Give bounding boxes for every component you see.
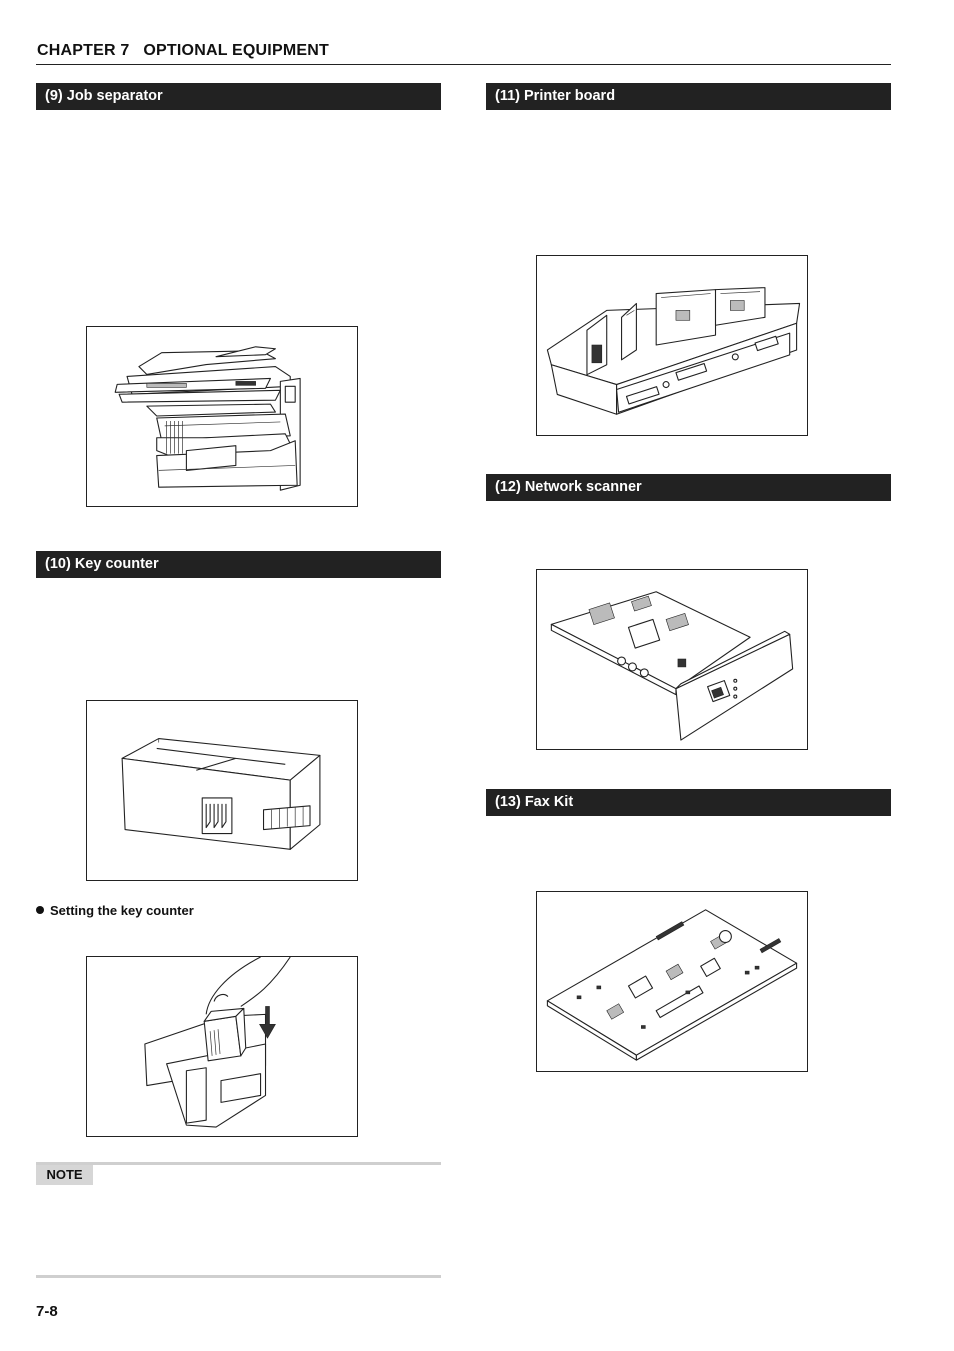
figure-setting-key-counter — [86, 956, 358, 1137]
page-number: 7-8 — [36, 1303, 58, 1320]
section-heading-fax-kit: (13) Fax Kit — [486, 789, 891, 816]
note-label: NOTE — [36, 1165, 93, 1185]
down-arrow-icon — [259, 1006, 276, 1039]
setting-key-counter-illustration — [144, 957, 291, 1128]
figure-key-counter — [86, 700, 358, 881]
section-heading-key-counter: (10) Key counter — [36, 551, 441, 578]
fax-kit-illustration — [546, 909, 798, 1061]
figure-job-separator — [86, 326, 358, 507]
job-separator-illustration — [114, 346, 301, 491]
network-scanner-illustration — [550, 591, 794, 741]
chapter-title: CHAPTER 7 OPTIONAL EQUIPMENT — [37, 42, 329, 59]
key-counter-setting-label: Setting the key counter — [36, 903, 194, 918]
section-heading-network-scanner: (12) Network scanner — [486, 474, 891, 501]
key-counter-illustration — [121, 738, 321, 850]
section-heading-printer-board: (11) Printer board — [486, 83, 891, 110]
section-heading-job-separator: (9) Job separator — [36, 83, 441, 110]
printer-board-illustration — [546, 287, 801, 415]
note-bottom-rule — [36, 1275, 441, 1278]
figure-fax-kit — [536, 891, 808, 1072]
figure-printer-board — [536, 255, 808, 436]
chapter-rule — [36, 64, 891, 65]
bullet-icon — [36, 906, 44, 914]
note-top-rule — [36, 1162, 441, 1165]
figure-network-scanner — [536, 569, 808, 750]
bullet-text: Setting the key counter — [50, 903, 194, 918]
